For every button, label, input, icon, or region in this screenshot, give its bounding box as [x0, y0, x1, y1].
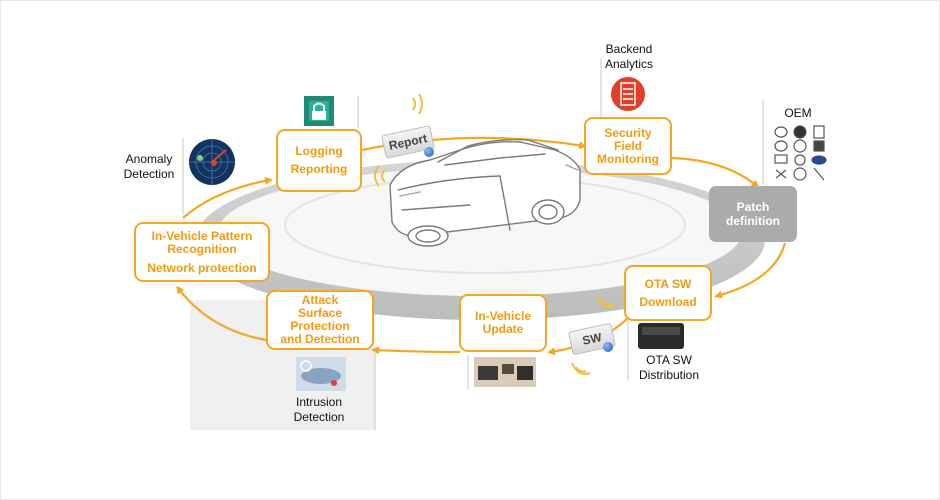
in-vehicle-pattern-box: In-Vehicle Pattern Recognition Network p…: [134, 222, 270, 282]
arrow-patch-to-ota: [714, 242, 787, 299]
logging-line-1: Logging: [295, 144, 343, 158]
sw-dot-icon: [603, 342, 613, 352]
backend-analytics-label: Backend Analytics: [598, 42, 660, 72]
radar-icon: [189, 139, 235, 185]
attack-line-4: and Detection: [280, 332, 360, 346]
intrusion-car-icon: [296, 357, 346, 391]
sw-tag-label: SW: [581, 330, 603, 348]
ota-download-line-2: Download: [639, 294, 697, 309]
ecu-module-icon: [638, 323, 684, 349]
signal-waves-icon: [374, 93, 617, 375]
attack-line-3: Protection: [290, 319, 350, 333]
security-line-2: Field: [613, 138, 642, 153]
patch-definition-box: Patch definition: [709, 186, 797, 242]
pattern-line-1: In-Vehicle Pattern: [151, 228, 253, 243]
in-vehicle-update-box: In-Vehicle Update: [459, 294, 547, 352]
patch-line-2: definition: [726, 214, 780, 228]
ota-download-line-1: OTA SW: [644, 276, 692, 291]
backend-line-1: Backend: [605, 42, 653, 56]
arrow-security-to-patch: [671, 156, 760, 188]
car-icon: [389, 138, 581, 247]
server-icon: [611, 77, 645, 111]
backend-line-2: Analytics: [604, 57, 654, 71]
intrusion-line-1: Intrusion: [295, 395, 343, 409]
invehicle-update-line-1: In-Vehicle: [474, 309, 532, 323]
oem-label: OEM: [780, 106, 816, 121]
ota-dist-line-2: Distribution: [638, 368, 700, 382]
arrow-pattern-to-logging: [182, 176, 273, 219]
intrusion-line-2: Detection: [293, 410, 345, 424]
invehicle-update-line-2: Update: [482, 322, 524, 336]
security-field-monitoring-box: Security Field Monitoring: [584, 117, 672, 175]
oem-line: OEM: [784, 106, 812, 120]
infotainment-photo-icon: [474, 357, 536, 387]
ota-sw-download-box: OTA SW Download: [624, 265, 712, 321]
security-line-3: Monitoring: [597, 151, 659, 166]
ota-dist-line-1: OTA SW: [646, 353, 692, 367]
lock-icon: [304, 96, 334, 126]
ota-sw-distribution-label: OTA SW Distribution: [636, 353, 702, 383]
platform-ring: [195, 160, 765, 320]
anomaly-line-1: Anomaly: [125, 152, 173, 166]
anomaly-detection-label: Anomaly Detection: [118, 152, 180, 182]
attack-line-1: Attack: [301, 293, 339, 307]
anomaly-line-2: Detection: [123, 167, 175, 181]
security-line-1: Security: [604, 125, 652, 140]
logging-reporting-box: Logging Reporting: [276, 129, 362, 192]
arrow-invehicle-to-attack: [371, 346, 461, 355]
report-dot-icon: [424, 147, 434, 157]
patch-line-1: Patch: [736, 200, 770, 214]
arrow-attack-to-pattern: [176, 285, 267, 342]
intrusion-detection-label: Intrusion Detection: [288, 395, 350, 425]
pattern-line-3: Network protection: [147, 260, 257, 275]
logging-line-2: Reporting: [290, 162, 348, 176]
attack-surface-box: Attack Surface Protection and Detection: [266, 290, 374, 350]
oem-logos-icon: [774, 125, 827, 181]
pattern-line-2: Recognition: [167, 241, 237, 256]
report-tag-label: Report: [387, 131, 429, 153]
attack-line-2: Surface: [297, 306, 343, 320]
